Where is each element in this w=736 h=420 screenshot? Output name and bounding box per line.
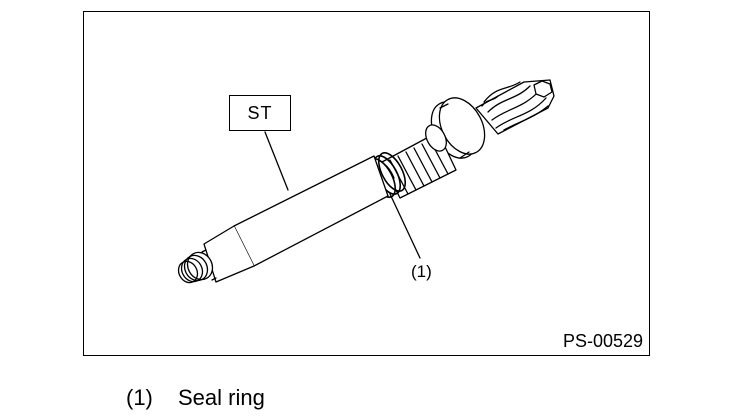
seal-ring-callout-label: (1) (411, 262, 432, 281)
legend-label: Seal ring (178, 385, 265, 410)
figure-frame: ST (1) PS-00529 (83, 11, 650, 356)
tool-callout-label: ST (229, 95, 291, 131)
legend-number: (1) (126, 385, 153, 410)
figure-code: PS-00529 (562, 331, 643, 351)
pinion-gear (475, 79, 555, 135)
shaft-illustration (177, 79, 555, 284)
leader-line-seal-ring (389, 193, 421, 259)
legend: (1) Seal ring (126, 385, 265, 411)
special-tool (177, 155, 389, 284)
leader-line-tool (264, 131, 289, 191)
